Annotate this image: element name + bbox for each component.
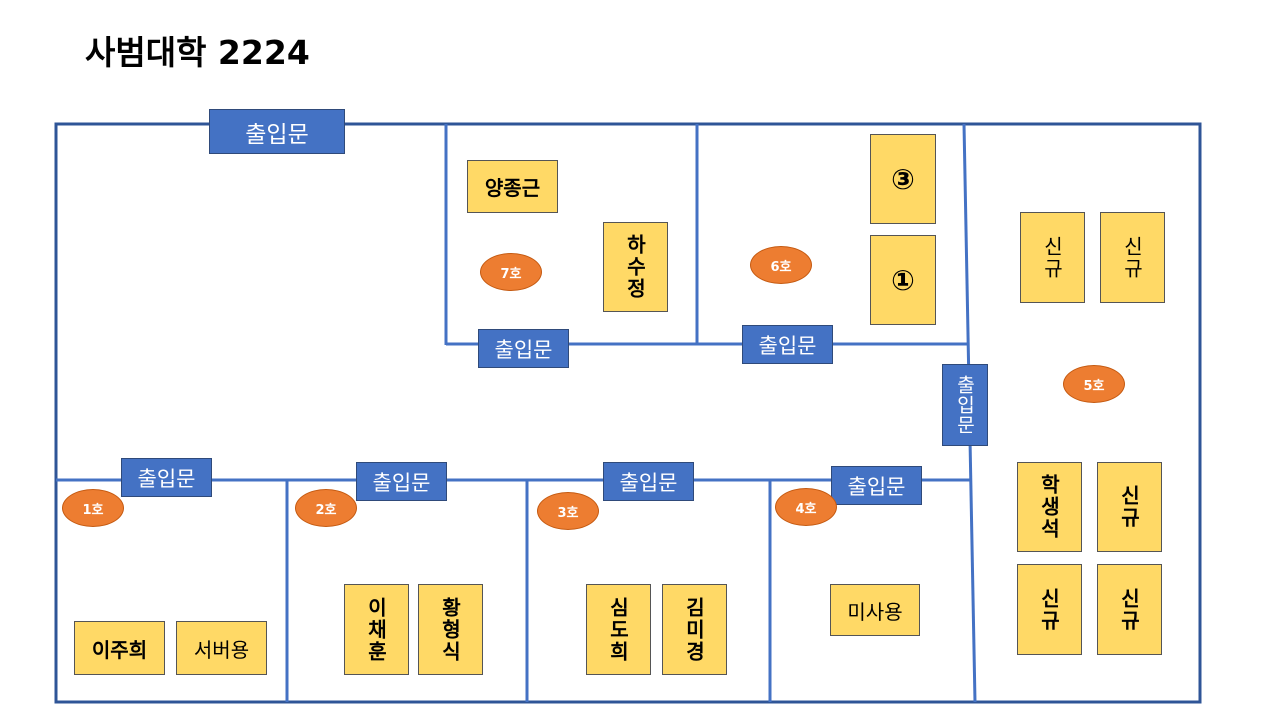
desk: 신규 [1097, 462, 1162, 552]
desk: 신규 [1100, 212, 1165, 303]
outer-wall [54, 122, 1202, 704]
desk: 신규 [1017, 564, 1082, 655]
room-label-1: 1호 [62, 489, 124, 527]
desk: 신규 [1020, 212, 1085, 303]
room-label-6: 6호 [750, 246, 812, 284]
desk: 황형식 [418, 584, 483, 675]
room-label-7: 7호 [480, 253, 542, 291]
entrance-door-5: 출입문 [942, 364, 988, 446]
desk: 이채훈 [344, 584, 409, 675]
room-label-3: 3호 [537, 492, 599, 530]
room-label-4: 4호 [775, 488, 837, 526]
desk: 하수정 [603, 222, 668, 312]
page-title: 사범대학 2224 [85, 33, 310, 72]
room-label-2: 2호 [295, 489, 357, 527]
room-label-5: 5호 [1063, 365, 1125, 403]
desk: ① [870, 235, 936, 325]
entrance-door-7: 출입문 [478, 329, 569, 368]
desk: 심도희 [586, 584, 651, 675]
entrance-door-6: 출입문 [742, 325, 833, 364]
entrance-door-2: 출입문 [356, 462, 447, 501]
desk: 양종근 [467, 160, 558, 213]
desk: 서버용 [176, 621, 267, 675]
desk: ③ [870, 134, 936, 224]
desk: 이주희 [74, 621, 165, 675]
entrance-door-4: 출입문 [831, 466, 922, 505]
entrance-door-main: 출입문 [209, 109, 345, 154]
entrance-door-3: 출입문 [603, 462, 694, 501]
desk: 학생석 [1017, 462, 1082, 552]
desk: 김미경 [662, 584, 727, 675]
entrance-door-1: 출입문 [121, 458, 212, 497]
desk: 신규 [1097, 564, 1162, 655]
desk: 미사용 [830, 584, 920, 636]
